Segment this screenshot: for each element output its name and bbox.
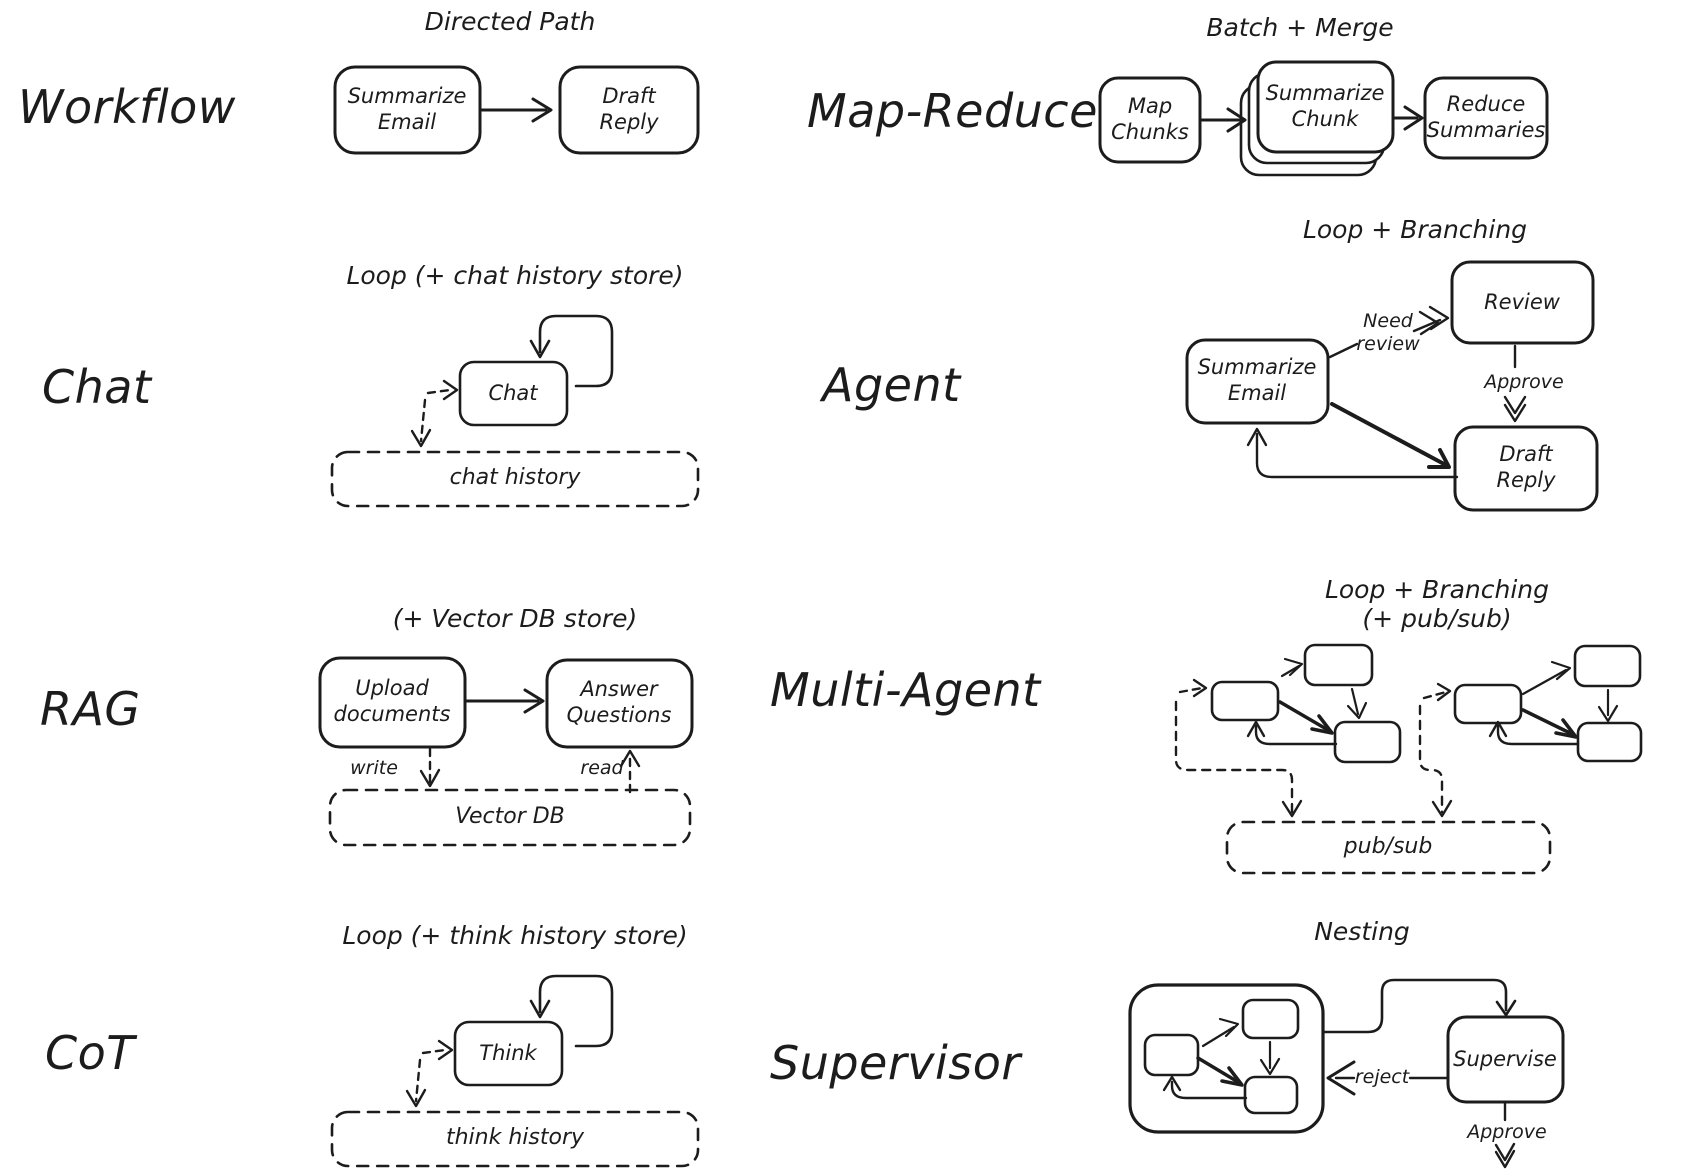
chat-diagram bbox=[330, 314, 700, 508]
agent-need-review-arrow bbox=[1328, 305, 1450, 359]
section-label-workflow: Workflow bbox=[18, 80, 236, 134]
chat-self-loop-arrow bbox=[538, 314, 614, 388]
rag-diagram bbox=[318, 656, 694, 847]
cot-think-node-box bbox=[453, 1020, 564, 1087]
map-to-summarize-arrow bbox=[1200, 107, 1247, 133]
node-summarize-email: Summarize Email bbox=[347, 84, 467, 135]
workflow-summarize-email-box bbox=[333, 65, 482, 155]
chat-self-loop-arrowhead bbox=[529, 339, 551, 359]
cluster-right-node-c bbox=[1576, 721, 1643, 763]
agent-draft-reply-box bbox=[1453, 425, 1599, 512]
cot-store-entry-arrow bbox=[405, 1039, 454, 1108]
agent-review-box bbox=[1450, 260, 1595, 345]
pattern-title-supervisor: Nesting bbox=[1314, 917, 1410, 946]
node-chat: Chat bbox=[488, 381, 538, 405]
pattern-title-map-reduce: Batch + Merge bbox=[1206, 13, 1394, 42]
edge-label-reject: reject bbox=[1354, 1066, 1410, 1088]
node-think: Think bbox=[479, 1041, 537, 1065]
node-summarize-chunk: Summarize Chunk bbox=[1265, 81, 1385, 132]
rag-answer-questions-box bbox=[545, 658, 694, 749]
vector-db-store-box bbox=[328, 788, 692, 847]
multi-agent-cluster-right bbox=[1418, 644, 1643, 818]
node-agent-draft-reply: Draft Reply bbox=[1496, 442, 1556, 493]
pattern-title-chat: Loop (+ chat history store) bbox=[346, 261, 684, 290]
section-label-agent: Agent bbox=[822, 358, 961, 412]
map-chunks-box bbox=[1098, 76, 1202, 164]
supervisor-diagram bbox=[1128, 978, 1565, 1169]
summarize-to-reduce-arrow bbox=[1393, 105, 1424, 131]
pattern-title-workflow: Directed Path bbox=[424, 7, 596, 36]
store-chat-history: chat history bbox=[449, 465, 581, 490]
store-vector-db: Vector DB bbox=[455, 804, 565, 829]
node-review: Review bbox=[1484, 290, 1560, 314]
edge-label-need-review: Need review bbox=[1356, 310, 1420, 355]
supervisor-approve-arrow bbox=[1494, 1100, 1516, 1169]
map-reduce-diagram bbox=[1098, 60, 1549, 177]
pattern-title-agent: Loop + Branching bbox=[1302, 215, 1528, 244]
pattern-title-rag: (+ Vector DB store) bbox=[392, 604, 638, 633]
rag-upload-documents-box bbox=[318, 656, 467, 749]
workflow-arrow bbox=[480, 97, 553, 123]
cluster-left-node-a bbox=[1210, 680, 1280, 722]
cluster-left-pubsub-link bbox=[1174, 678, 1303, 818]
rag-main-arrow bbox=[465, 688, 545, 714]
node-reduce-summaries: Reduce Summaries bbox=[1426, 92, 1546, 143]
node-answer-questions: Answer Questions bbox=[566, 677, 672, 728]
section-label-supervisor: Supervisor bbox=[770, 1036, 1021, 1090]
store-pubsub: pub/sub bbox=[1343, 834, 1433, 859]
section-label-map-reduce: Map-Reduce bbox=[807, 84, 1098, 138]
multi-agent-diagram bbox=[1174, 643, 1643, 875]
container-to-supervise-arrow bbox=[1321, 978, 1517, 1034]
agent-draft-direct-arrow bbox=[1330, 402, 1451, 469]
agent-summarize-email-box bbox=[1185, 338, 1330, 425]
workflow-draft-reply-box bbox=[558, 65, 700, 155]
node-upload-documents: Upload documents bbox=[333, 676, 451, 727]
section-label-cot: CoT bbox=[45, 1026, 135, 1080]
node-map-chunks: Map Chunks bbox=[1111, 94, 1189, 145]
agent-loop-back-arrow bbox=[1246, 427, 1459, 479]
nested-node-c bbox=[1243, 1075, 1299, 1115]
edge-label-read: read bbox=[580, 757, 624, 779]
edge-label-supervisor-approve: Approve bbox=[1467, 1121, 1547, 1143]
node-agent-summarize-email: Summarize Email bbox=[1197, 355, 1317, 406]
edge-label-approve: Approve bbox=[1484, 371, 1564, 393]
store-think-history: think history bbox=[445, 1125, 585, 1150]
cot-self-loop-arrow bbox=[538, 974, 614, 1048]
summarize-chunk-box bbox=[1256, 60, 1395, 154]
chat-history-store-box bbox=[330, 450, 700, 508]
agent-approve-arrow bbox=[1503, 344, 1527, 423]
chat-node-box bbox=[458, 360, 569, 427]
pubsub-store-box bbox=[1225, 820, 1552, 875]
nested-node-b bbox=[1241, 998, 1300, 1040]
pattern-title-multi-agent: Loop + Branching (+ pub/sub) bbox=[1324, 575, 1550, 633]
reduce-summaries-box bbox=[1423, 76, 1549, 160]
cluster-left-node-c bbox=[1333, 720, 1402, 764]
section-label-multi-agent: Multi-Agent bbox=[770, 663, 1041, 717]
cot-self-loop-arrowhead bbox=[529, 999, 551, 1019]
multi-agent-cluster-left bbox=[1174, 643, 1402, 818]
rag-read-arrow bbox=[619, 749, 641, 794]
workflow-diagram bbox=[333, 65, 700, 155]
cluster-right-pubsub-link bbox=[1418, 682, 1453, 818]
nested-node-a bbox=[1143, 1033, 1200, 1077]
pattern-title-cot: Loop (+ think history store) bbox=[342, 921, 688, 950]
think-history-store-box bbox=[330, 1110, 700, 1168]
agent-diagram bbox=[1185, 260, 1599, 512]
chat-store-entry-arrow bbox=[410, 379, 459, 448]
section-label-rag: RAG bbox=[40, 682, 141, 736]
edge-label-write: write bbox=[350, 757, 398, 779]
cluster-right-node-a bbox=[1453, 683, 1523, 725]
section-label-chat: Chat bbox=[42, 360, 152, 414]
rag-write-arrow bbox=[419, 747, 441, 788]
cot-diagram bbox=[330, 974, 700, 1168]
reject-arrow bbox=[1326, 1060, 1450, 1096]
node-supervise: Supervise bbox=[1453, 1047, 1557, 1071]
cluster-right-node-b bbox=[1573, 644, 1642, 688]
node-draft-reply: Draft Reply bbox=[599, 84, 659, 135]
cluster-left-node-b bbox=[1303, 643, 1374, 687]
